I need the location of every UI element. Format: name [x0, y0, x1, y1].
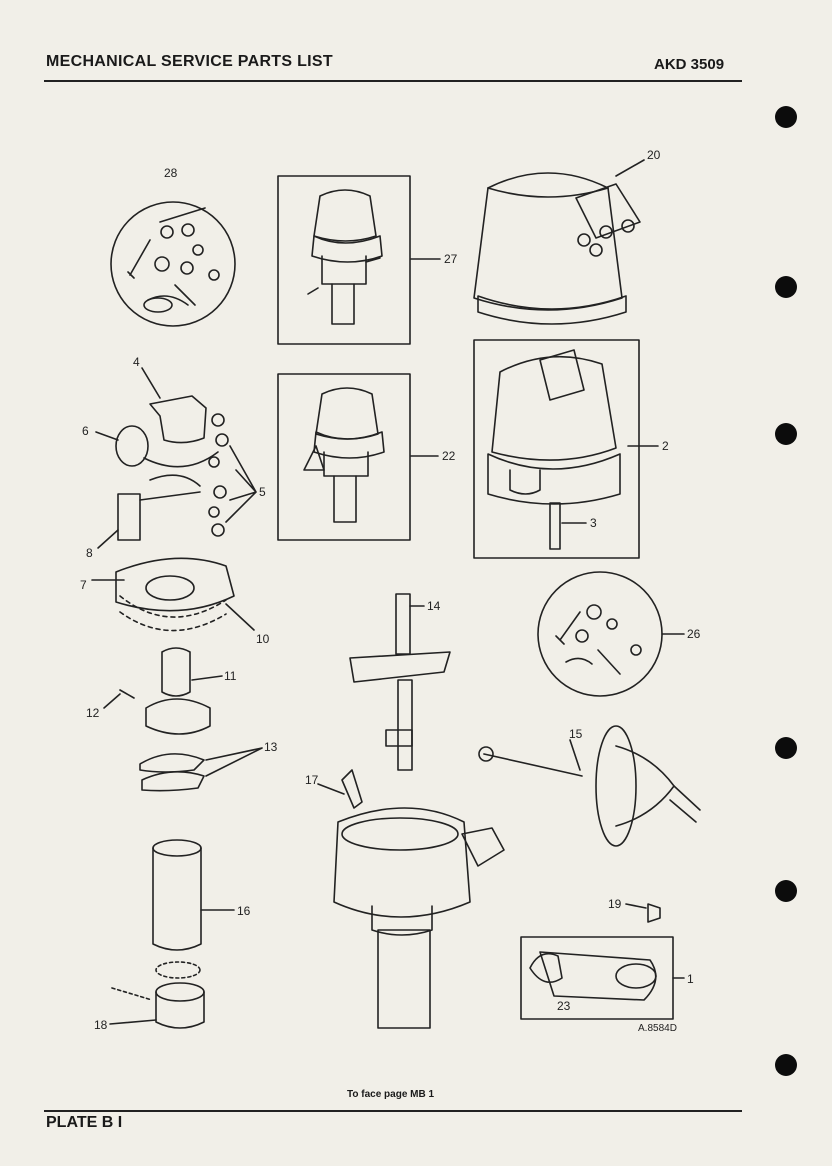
callout-23: 23 [557, 999, 571, 1013]
binder-hole [775, 737, 797, 759]
part-17-distributor-body [317, 769, 505, 1029]
part-10-plate-screw [225, 603, 255, 631]
callout-20: 20 [647, 148, 661, 162]
callout-4: 4 [133, 355, 140, 369]
header-title: MECHANICAL SERVICE PARTS LIST [46, 53, 333, 70]
callout-27: 27 [444, 252, 458, 266]
callout-2: 2 [662, 439, 669, 453]
part-14-shaft-and-plate [349, 593, 451, 771]
part-2-distributor-cap [473, 339, 659, 559]
part-11-cam [145, 647, 223, 735]
callout-3: 3 [590, 516, 597, 530]
part-22-distributor-vacuum [277, 373, 439, 541]
callout-19: 19 [608, 897, 622, 911]
binder-hole [775, 423, 797, 445]
part-8-contact-set [97, 474, 201, 549]
part-19-screw [625, 903, 661, 923]
part-15-vacuum-unit [478, 725, 701, 847]
part-3-carbon-brush [549, 502, 587, 550]
callout-8: 8 [86, 546, 93, 560]
binder-hole [775, 1054, 797, 1076]
callout-18: 18 [94, 1018, 108, 1032]
callout-17: 17 [305, 773, 319, 787]
callout-15: 15 [569, 727, 583, 741]
callout-7: 7 [80, 578, 87, 592]
callout-11: 11 [224, 669, 237, 683]
footer-rule [44, 1110, 742, 1112]
callout-14: 14 [427, 599, 441, 613]
callout-10: 10 [256, 632, 270, 646]
part-12-screw [103, 689, 135, 709]
plate-title: PLATE B I [46, 1114, 123, 1131]
binder-hole [775, 880, 797, 902]
callout-1: 1 [687, 972, 694, 986]
binder-hole [775, 106, 797, 128]
part-26-small-parts-kit [537, 571, 685, 697]
callout-12: 12 [86, 706, 100, 720]
header-rule [44, 80, 742, 82]
part-4-rotor-arm [141, 367, 207, 444]
part-7-base-plate [91, 557, 235, 632]
callout-16: 16 [237, 904, 251, 918]
part-1-clamp-plate [520, 936, 685, 1020]
callout-5: 5 [259, 485, 266, 499]
binder-hole [775, 276, 797, 298]
callout-13: 13 [264, 740, 278, 754]
part-20-cap-with-leads [473, 159, 645, 325]
callout-28: 28 [164, 166, 178, 180]
callout-26: 26 [687, 627, 701, 641]
part-16-sleeve [152, 839, 235, 951]
header-code: AKD 3509 [654, 56, 725, 73]
callout-22: 22 [442, 449, 456, 463]
part-18-driving-dog [109, 961, 205, 1029]
part-27-distributor-assembly [277, 175, 441, 345]
callout-6: 6 [82, 424, 89, 438]
part-5-screws-washers [208, 413, 257, 537]
part-13-weights [139, 747, 263, 792]
figure-reference: A.8584D [638, 1023, 677, 1034]
part-6-condenser [95, 425, 219, 468]
face-page-note: To face page MB 1 [347, 1089, 435, 1100]
part-28-small-parts-kit [110, 201, 236, 327]
